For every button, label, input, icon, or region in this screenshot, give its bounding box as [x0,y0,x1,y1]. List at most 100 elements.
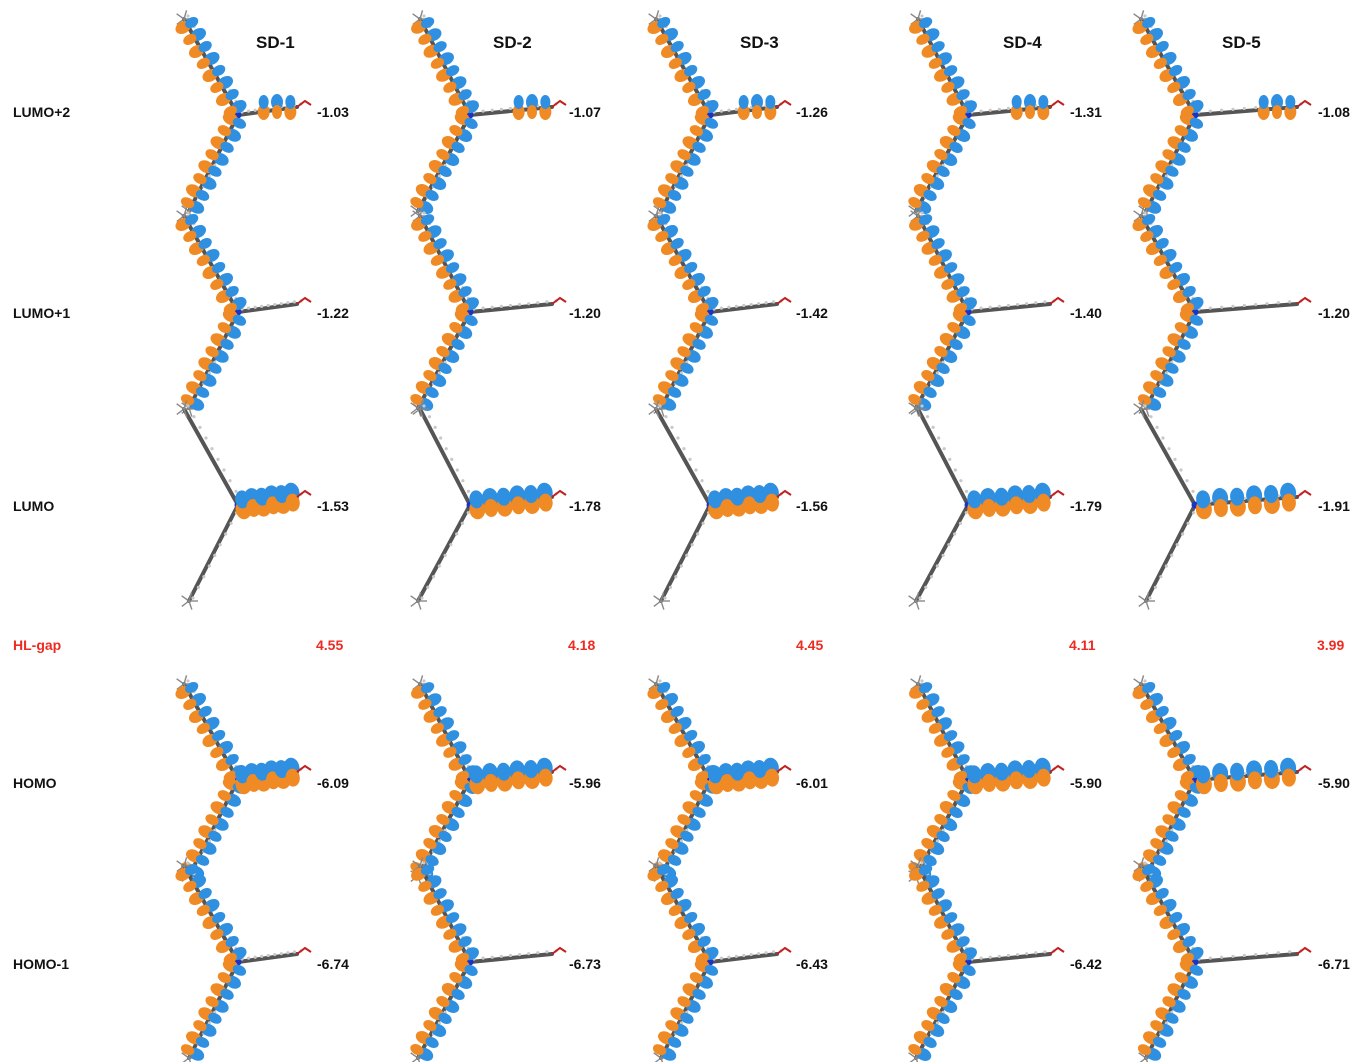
orbital-lobe [430,904,445,916]
orbital-lobe [1167,278,1181,290]
row-label: HOMO-1 [13,956,69,972]
atom-mark [527,952,531,956]
atom-mark [186,211,190,215]
bond-backbone [236,952,299,964]
orbital-lobe [526,94,538,110]
alkyl-tuft [1139,1057,1147,1062]
orbital-lobe [923,386,937,398]
orbital-lobe [923,854,937,866]
orbital-lobe [1196,765,1211,784]
acceptor-group [776,764,792,773]
orbital-plot [1132,10,1312,220]
orbital-lobe [1150,173,1164,185]
orbital-lobe [1177,988,1191,1000]
orbital-lobe [1177,338,1191,350]
atom-mark [191,596,195,600]
atom-mark [1220,108,1224,112]
orbital-lobe [697,936,711,948]
alkyl-tuft [412,403,421,410]
acceptor-group [296,296,312,305]
orbital-lobe [217,125,232,137]
atom-mark [658,861,662,865]
atom-mark [1043,950,1047,954]
orbital-lobe [1177,806,1191,818]
atom-mark [988,955,992,959]
orbital-lobe [539,104,552,120]
orbital-lobe [423,370,437,382]
atom-mark [749,105,753,110]
alkyl-tuft [917,10,922,20]
orbital-lobe [423,1020,437,1032]
orbital-lobe [928,57,943,69]
atom-mark [658,679,662,683]
alkyl-tuft [411,1057,419,1062]
orbital-lobe [1142,17,1156,29]
atom-mark [292,300,297,304]
orbital-lobe [1167,928,1181,940]
orbital-lobe [464,314,478,326]
orbital-lobe [1010,104,1023,120]
atom-mark [742,953,746,958]
atom-mark [437,1021,441,1025]
atom-mark [192,415,196,419]
orbital-lobe [1165,1012,1179,1024]
orbital-lobe [451,806,465,818]
orbital-lobe [1142,864,1156,876]
alkyl-tuft [417,592,422,602]
atom-mark [979,956,983,960]
bond-backbone [468,952,554,964]
orbital-lobe [652,197,667,209]
atom-mark [186,14,190,18]
atom-mark [273,302,277,307]
atom-mark [427,415,432,419]
orbital-plot [1133,400,1312,610]
orbital-lobe [1264,485,1279,504]
atom-mark [734,107,738,111]
bond-backbone [418,407,472,507]
alkyl-tuft [176,18,185,25]
atom-mark [422,679,426,683]
orbital-lobe [464,964,478,976]
atom-mark [266,303,270,308]
atom-mark [186,404,190,408]
orbital-lobe [1196,490,1211,509]
orbital-lobe [212,65,226,77]
atom-mark [536,951,540,955]
atom-mark [186,679,190,683]
atom-mark [935,371,939,375]
orbital-lobe [908,394,922,406]
orbital-lobe [667,189,682,201]
orbital-lobe [1258,95,1269,109]
row-label: LUMO+1 [13,305,71,321]
atom-mark [764,301,768,305]
orbital-lobe [257,104,270,120]
atom-mark [1254,105,1258,110]
alkyl-tuft [188,1057,192,1062]
atom-mark [1191,511,1196,515]
atom-mark [658,404,662,408]
orbital-plot [647,207,792,417]
orbital-lobe [185,17,199,29]
atom-mark [964,489,969,493]
alkyl-tuft [910,408,919,415]
orbital-lobe [677,996,691,1008]
orbital-lobe [464,117,478,129]
atom-mark [481,306,485,310]
alkyl-tuft [655,10,660,20]
orbital-plot [175,207,312,417]
orbital-lobe [1257,104,1270,120]
bond-backbone [708,952,779,964]
gap-value: 4.18 [568,637,596,653]
atom-mark [279,302,283,306]
orbital-lobe [445,730,460,742]
orbital-plot [410,675,567,885]
bond-backbone [654,407,712,507]
orbital-lobe [1153,57,1167,69]
atom-mark [286,951,290,955]
alkyl-tuft [653,1052,662,1059]
alkyl-tuft [910,678,919,685]
orbital-plot [175,10,312,220]
alkyl-tuft [1138,600,1147,607]
orbital-lobe [205,996,219,1008]
orbital-lobe [667,386,682,398]
